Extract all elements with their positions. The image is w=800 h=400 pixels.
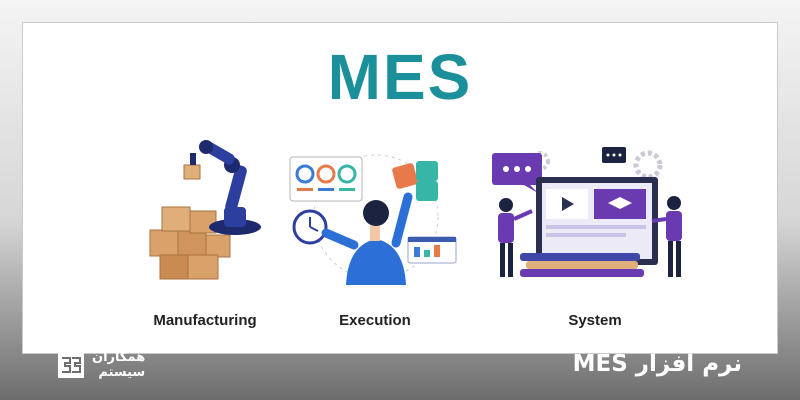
person-icon (321, 192, 413, 285)
system-illustration (492, 147, 682, 277)
company-logo-text: همکاران سیستم (92, 350, 145, 380)
company-logo-mark-icon (58, 352, 84, 378)
books-icon (520, 253, 644, 277)
footer-title: نرم افزار MES (572, 351, 742, 377)
caption-execution: Execution (339, 312, 411, 329)
chart-window-icon (407, 236, 457, 264)
caption-system: System (568, 312, 622, 329)
manufacturing-illustration (149, 140, 261, 280)
person-right-icon (651, 196, 682, 277)
company-logo-line2: سیستم (98, 365, 146, 380)
person-left-icon (498, 198, 533, 277)
gear-icon (530, 150, 663, 180)
chat-bubble-icon (492, 147, 626, 193)
dashboard-card-icon (289, 156, 363, 202)
company-logo-line1: همکاران (92, 350, 146, 365)
company-logo: همکاران سیستم (58, 350, 145, 380)
monitor-icon (536, 177, 658, 265)
clock-icon (292, 209, 328, 245)
page-title: MES (327, 41, 473, 113)
execution-illustration (289, 154, 457, 285)
robot-arm-icon (183, 140, 261, 235)
box-stack-icon (149, 206, 231, 280)
puzzle-icon (392, 161, 438, 201)
caption-manufacturing: Manufacturing (153, 312, 257, 329)
